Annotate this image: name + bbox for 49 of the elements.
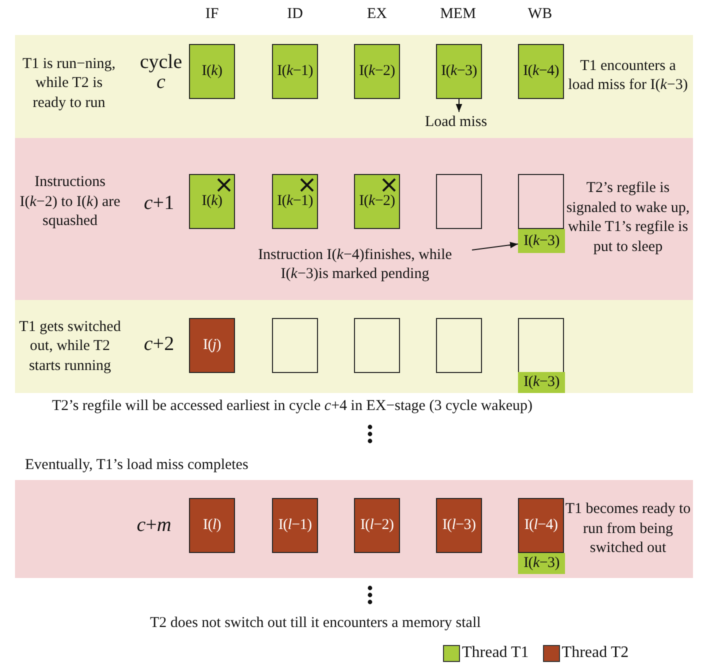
empty-stage-box [436, 174, 482, 229]
pending-instruction-tag: I(k−3) [518, 372, 565, 393]
instruction-box: I(l−3) [436, 498, 482, 553]
note-text: T1 encounters a load miss for I(k−3) [567, 56, 689, 95]
cycle-band [15, 35, 693, 138]
instruction-box: I(k−2) [354, 44, 400, 99]
legend-label: Thread T1 [462, 644, 529, 662]
annotation-text: Load miss [408, 112, 504, 134]
instruction-box: I(k−3) [436, 44, 482, 99]
pending-instruction-tag: I(k−3) [518, 229, 565, 253]
stage-header: IF [204, 6, 220, 23]
cycle-band [15, 300, 693, 393]
stage-header: MEM [439, 6, 477, 23]
instruction-box: I(k) [189, 174, 235, 229]
instruction-box: I(l) [189, 498, 235, 553]
instruction-box: I(l−4) [518, 498, 564, 553]
stage-header: ID [286, 6, 304, 23]
note-text: T1 becomes ready to run from being switched out [564, 500, 692, 558]
instruction-box: I(k−1) [272, 174, 318, 229]
pending-instruction-tag: I(k−3) [518, 553, 565, 574]
note-text: T2’s regfile is signaled to wake up, while T1’s regfile is put to sleep [565, 179, 691, 256]
empty-stage-box [436, 318, 482, 373]
instruction-box: I(l−2) [354, 498, 400, 553]
note-text: T1 gets switched out, while T2 starts running [18, 318, 122, 376]
instruction-box: I(l−1) [272, 498, 318, 553]
instruction-box: I(j) [189, 318, 235, 373]
cycle-band [15, 480, 693, 578]
note-text: T1 is run−ning, while T2 is ready to run [22, 54, 116, 113]
cycle-label: cycle c [138, 52, 184, 95]
arrow [472, 242, 518, 250]
note-text: T2’s regfile will be accessed earliest in cycle c+4 in EX−stage (3 cycle wakeup) [52, 398, 532, 415]
instruction-box: I(k−1) [272, 44, 318, 99]
annotation-text: Instruction I(k−4)finishes, while I(k−3)is marked pending [238, 244, 472, 286]
empty-stage-box [354, 318, 400, 373]
stage-header: WB [526, 6, 554, 23]
empty-stage-box [272, 318, 318, 373]
note-text: Instructions I(k−2) to I(k) are squashed [18, 173, 122, 232]
instruction-box: I(k) [189, 44, 235, 99]
arrow [456, 98, 462, 112]
instruction-box: I(k−4) [518, 44, 564, 99]
note-text: Eventually, T1’s load miss completes [25, 457, 248, 474]
note-text: T2 does not switch out till it encounters a memory stall [150, 615, 481, 632]
cycle-label: c+1 [142, 193, 176, 216]
legend-label: Thread T2 [562, 644, 629, 662]
cycle-label: c+2 [142, 334, 176, 357]
cycle-label: c+m [136, 515, 172, 538]
stage-header: EX [366, 6, 388, 23]
cycle-band [15, 138, 693, 300]
instruction-box: I(k−2) [354, 174, 400, 229]
